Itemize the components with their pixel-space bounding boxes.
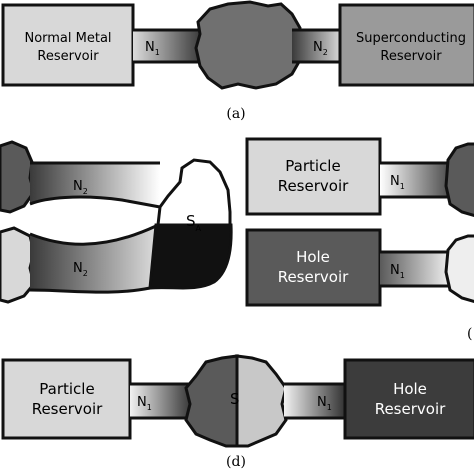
island-sa-label: SA xyxy=(186,212,202,233)
lead-n2-top-b xyxy=(30,163,160,207)
panel-c: Particle Reservoir N1 Hole Reservoir N1 … xyxy=(245,137,474,342)
superconducting-reservoir-label-line2: Reservoir xyxy=(380,49,442,64)
lead-n1-top-c-label: N1 xyxy=(390,174,405,191)
lead-n2-a-label: N2 xyxy=(313,40,328,57)
lead-n1-bottom-c xyxy=(380,252,450,286)
lead-n2-top-b-label: N2 xyxy=(73,179,88,196)
island-s-dark-half xyxy=(184,354,239,448)
hole-reservoir-c xyxy=(245,228,382,307)
lead-n1-a xyxy=(133,30,201,62)
hole-reservoir-c-label-line1: Hole xyxy=(296,248,330,266)
hole-reservoir-d-label-line2: Reservoir xyxy=(375,400,446,418)
particle-reservoir-c-label-line2: Reservoir xyxy=(278,177,349,195)
lead-n2-bottom-b-label: N2 xyxy=(73,261,88,278)
superconducting-island-a xyxy=(194,0,302,90)
reservoir-blob-top-b xyxy=(0,140,36,214)
island-s-light-half xyxy=(235,354,288,448)
superconducting-reservoir xyxy=(338,3,474,87)
particle-reservoir-c-label-line1: Particle xyxy=(285,157,340,175)
caption-a: (a) xyxy=(226,106,245,122)
island-blob-bottom-c xyxy=(444,234,474,303)
caption-c-partial: ( xyxy=(467,326,472,342)
reservoir-blob-bottom-b xyxy=(0,226,36,304)
particle-reservoir-d-label-line2: Reservoir xyxy=(32,400,103,418)
hole-reservoir-d xyxy=(343,358,474,440)
lead-n1-left-d xyxy=(130,384,190,418)
panel-d: Particle Reservoir N1 S N1 Hole Reservoi… xyxy=(1,354,474,470)
normal-metal-reservoir-label-line2: Reservoir xyxy=(37,49,99,64)
panel-a: Normal Metal Reservoir N1 N2 Superconduc… xyxy=(1,0,474,122)
particle-reservoir-c xyxy=(245,137,382,216)
caption-d: (d) xyxy=(226,454,246,470)
lead-n1-right-d-label: N1 xyxy=(317,395,332,412)
lead-n2-bottom-b xyxy=(30,226,184,293)
superconducting-reservoir-label-line1: Superconducting xyxy=(356,31,466,46)
island-sa-black-part xyxy=(148,223,233,290)
lead-n2-a xyxy=(292,30,342,62)
lead-n1-left-d-label: N1 xyxy=(137,395,152,412)
lead-n1-a-label: N1 xyxy=(145,40,160,57)
hole-reservoir-c-label-line2: Reservoir xyxy=(278,268,349,286)
lead-n1-top-c xyxy=(380,163,450,197)
lead-n1-right-d xyxy=(284,384,346,418)
island-blob-top-c xyxy=(444,142,474,217)
hole-reservoir-d-label-line1: Hole xyxy=(393,380,427,398)
lead-n1-bottom-c-label: N1 xyxy=(390,263,405,280)
particle-reservoir-d xyxy=(1,358,132,440)
normal-metal-reservoir-label-line1: Normal Metal xyxy=(24,31,111,46)
panel-b: N2 N2 SA xyxy=(0,140,233,304)
island-s-label: S xyxy=(230,390,240,408)
particle-reservoir-d-label-line1: Particle xyxy=(39,380,94,398)
normal-metal-reservoir xyxy=(1,3,135,87)
